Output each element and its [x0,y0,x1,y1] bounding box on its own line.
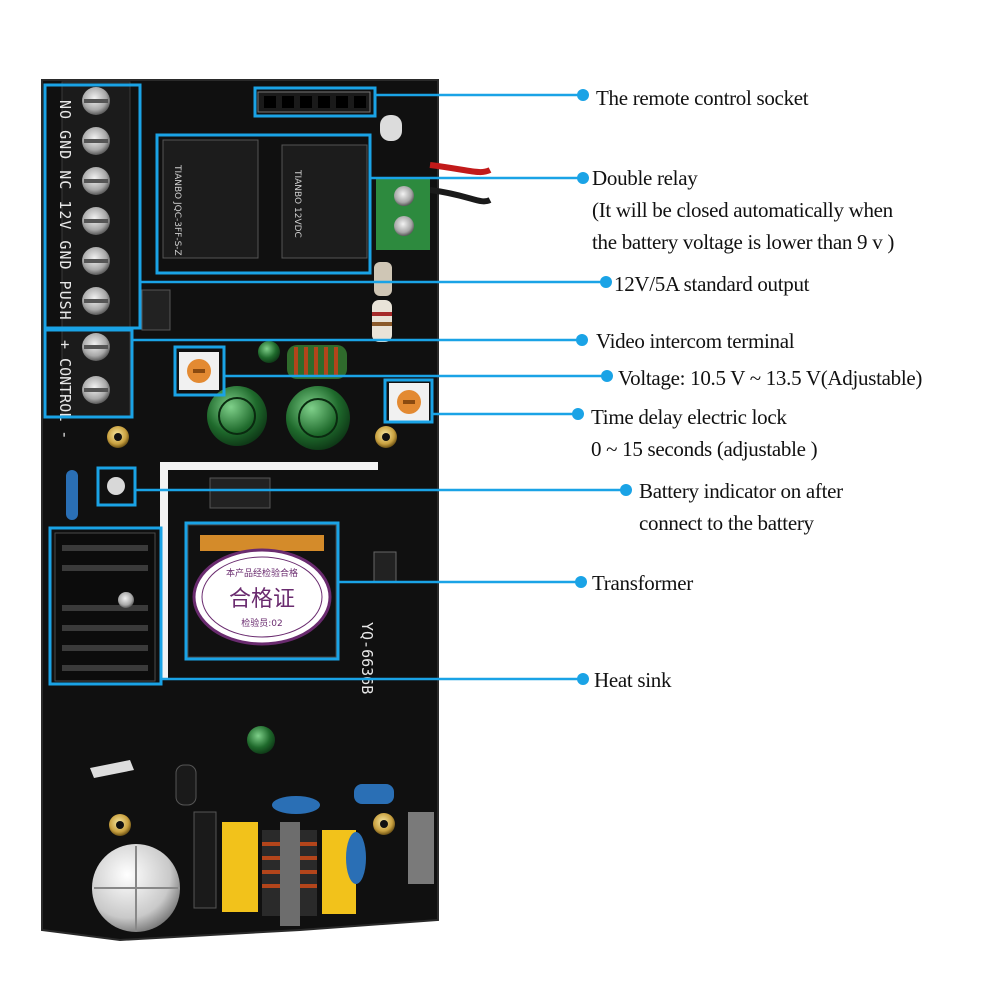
svg-text:合格证: 合格证 [229,587,295,612]
resistors [372,262,392,342]
terminal-labels-bottom: + CONTROL - [56,340,74,439]
svg-text:本产品经检验合格: 本产品经检验合格 [226,567,298,579]
svg-text:TIANBO 12VDC: TIANBO 12VDC [292,169,302,238]
callout-remote-socket: The remote control socket [596,86,809,110]
inductor [287,345,347,379]
box-battery-led [96,466,137,507]
terminal-screws [82,87,110,404]
delay-trimpot [389,383,429,421]
relays: TIANBO JQC-3FF-S-Z TIANBO 12VDC [162,139,368,259]
box-output-terminals [43,83,142,330]
output-capacitors [207,386,350,450]
heatsink [54,532,156,682]
blue-capacitor [66,470,78,520]
terminal-labels-top: NO GND NC 12V GND PUSH [56,100,74,321]
callout-time-delay: Time delay electric lock 0 ~ 15 seconds … [591,405,818,461]
callout-voltage: Voltage: 10.5 V ~ 13.5 V(Adjustable) [618,366,923,390]
callout-double-relay: Double relay (It will be closed automati… [592,166,895,254]
led-white [380,115,402,141]
leader-dots [572,89,632,685]
callout-heat-sink: Heat sink [594,668,672,692]
svg-text:检验员:02: 检验员:02 [241,617,283,629]
svg-text:NO GND NC 12V GND PUSH: NO GND NC 12V GND PUSH [56,100,74,321]
optocoupler [141,289,171,331]
transistor [209,477,271,509]
box-transformer [184,521,340,661]
certificate-sticker [192,548,332,646]
callout-battery-indicator: Battery indicator on after connect to th… [639,479,843,535]
remote-socket [257,91,371,113]
box-delay-pot [383,378,434,424]
box-heatsink [48,526,163,686]
box-remote-socket [253,86,377,118]
svg-text:+ CONTROL -: + CONTROL - [56,340,74,439]
callout-video-intercom: Video intercom terminal [596,329,795,353]
terminal-block: NO GND NC 12V GND PUSH + CONTROL - [56,81,131,439]
transformer: 本产品经检验合格 合格证 检验员:02 [187,524,337,658]
box-voltage-pot [173,345,226,397]
callout-standard-output: 12V/5A standard output [614,272,810,296]
ic-chip [373,551,397,583]
svg-text:TIANBO JQC-3FF-S-Z: TIANBO JQC-3FF-S-Z [172,164,182,256]
highlight-boxes [43,83,434,686]
box-relays [155,133,372,275]
voltage-trimpot [179,352,219,390]
battery-led [107,477,125,495]
leader-lines [132,93,626,681]
model-text: YQ-6636B [358,622,376,694]
callout-transformer: Transformer [592,571,693,595]
lower-components [90,726,434,932]
battery-connector [376,162,492,250]
box-video-terminals [43,328,134,419]
small-capacitor [258,341,280,363]
